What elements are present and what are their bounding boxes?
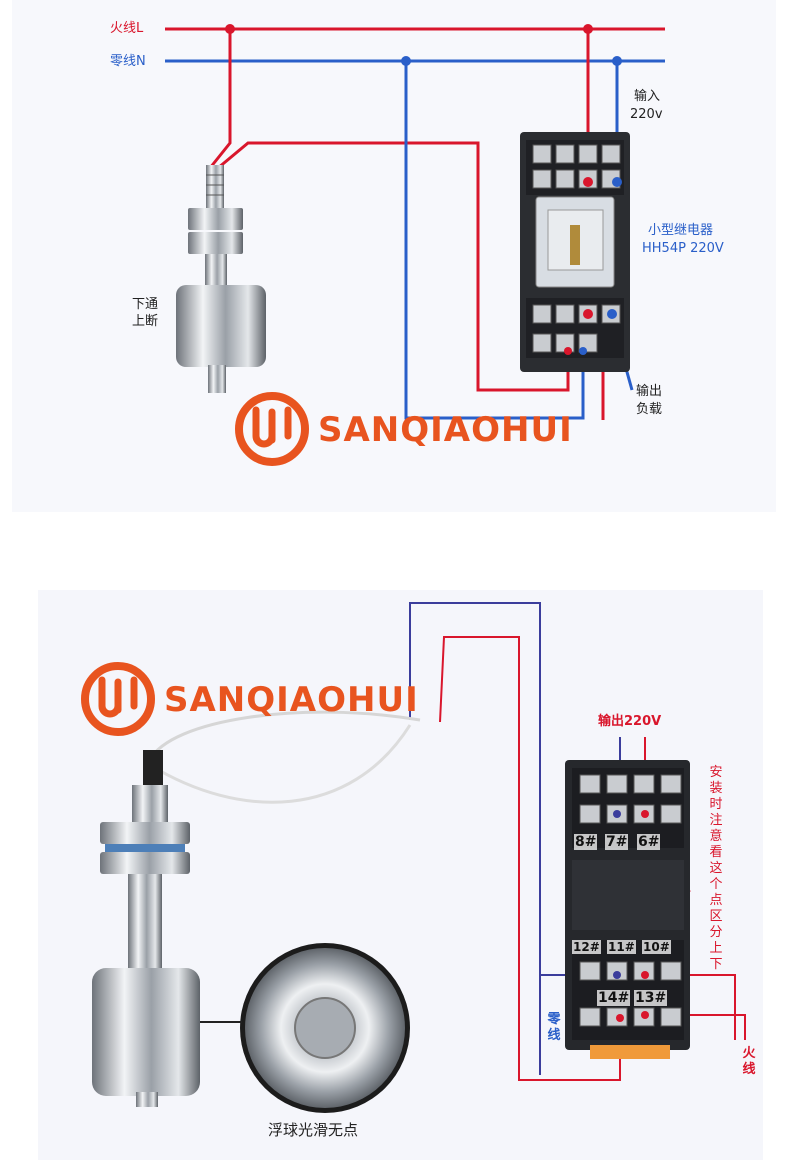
top-neutral-bus [165,56,665,66]
top-neutral-label: 零线N [110,54,146,69]
top-input-label-2: 220v [630,107,663,122]
bottom-neutral-label: 零线 [547,1012,561,1043]
bottom-install-note: 安装时注意看这个点区分上下 [709,765,723,972]
bottom-brand-name: SANQIAOHUI [164,680,419,720]
top-relay [520,132,630,372]
top-float-label-2: 上断 [132,314,159,329]
terminal-7-label: 7# [605,834,629,850]
bottom-live-label: 火线 [742,1046,756,1077]
terminal-13-label: 13# [634,990,668,1006]
top-brand-logo-icon [235,392,309,466]
top-brand-name: SANQIAOHUI [318,410,573,450]
bottom-float-switch [92,710,421,1113]
bottom-brand-logo-icon [81,662,155,736]
top-float-label-1: 下通 [132,297,159,312]
top-wiring-panel [12,0,776,512]
terminal-10-label: 10# [642,940,671,954]
top-output-label-2: 负载 [636,402,663,417]
top-live-bus [165,24,665,34]
bottom-relay-base [565,760,690,1059]
top-float-switch [176,165,266,393]
top-live-label: 火线L [110,21,144,36]
terminal-8-label: 8# [574,834,598,850]
bottom-float-caption: 浮球光滑无点 [268,1121,359,1139]
top-relay-label-1: 小型继电器 [648,223,714,238]
terminal-6-label: 6# [637,834,661,850]
terminal-12-label: 12# [572,940,601,954]
top-input-label-1: 输入 [634,89,661,104]
top-relay-label-2: HH54P 220V [642,241,724,256]
top-output-label-1: 输出 [636,384,663,399]
bottom-output-label: 输出220V [598,714,662,729]
terminal-11-label: 11# [607,940,636,954]
terminal-14-label: 14# [597,990,631,1006]
